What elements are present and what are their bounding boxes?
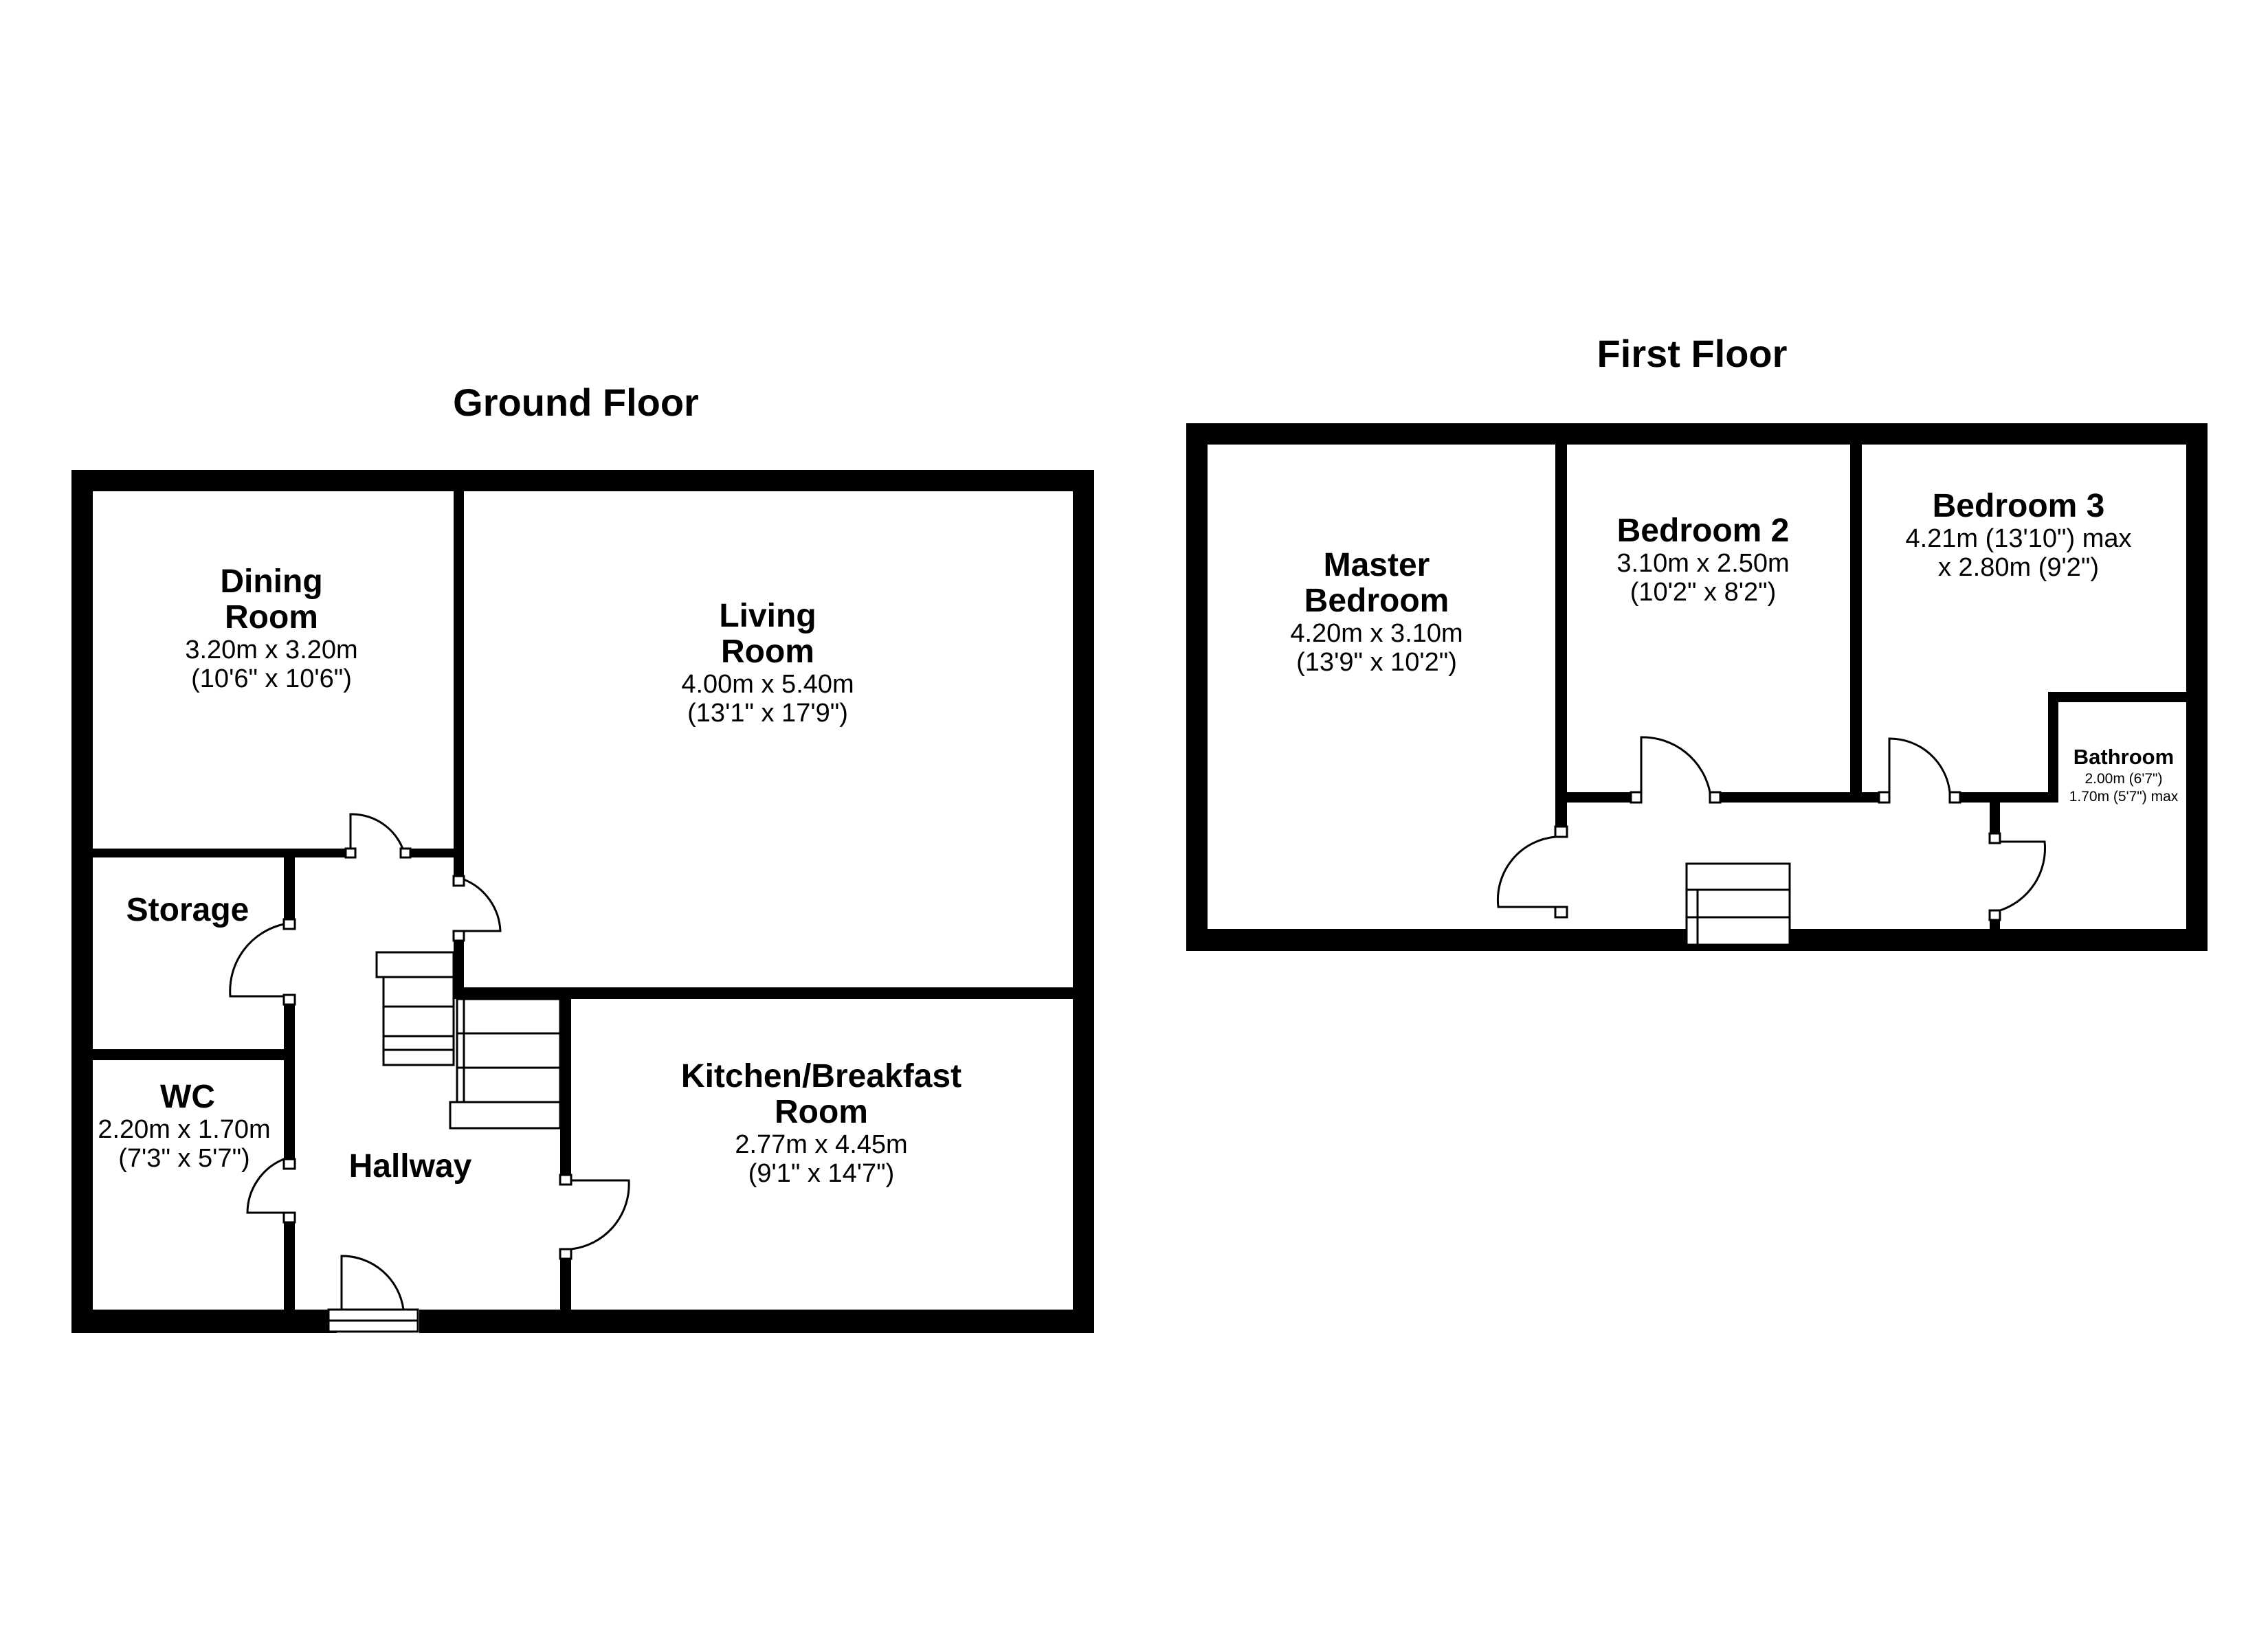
bedroom-3-dims-line1: 4.21m (13'10") max [1905, 524, 2131, 553]
living-room-name-line2: Room [721, 633, 814, 670]
wc-room: WC 2.20m x 1.70m (7'3" x 5'7") [98, 1079, 270, 1173]
living-room: Living Room 4.00m x 5.40m (13'1" x 17'9"… [681, 598, 854, 728]
bathroom: Bathroom 2.00m (6'7") 1.70m (5'7") max [2069, 745, 2179, 805]
master-bedroom-imperial: (13'9" x 10'2") [1296, 648, 1457, 677]
bathroom-dims-line1: 2.00m (6'7") [2084, 771, 2162, 787]
hallway: Hallway [349, 1148, 472, 1185]
ground-floor-title: Ground Floor [453, 381, 699, 424]
first-floor-walls [1186, 423, 2208, 951]
bathroom-name: Bathroom [2074, 745, 2174, 769]
master-bedroom-name-line2: Bedroom [1304, 583, 1449, 619]
living-room-name-line1: Living [719, 598, 816, 634]
bedroom-3-name: Bedroom 3 [1933, 488, 2105, 524]
master-bedroom: Master Bedroom 4.20m x 3.10m (13'9" x 10… [1290, 547, 1463, 677]
dining-room-metric: 3.20m x 3.20m [185, 636, 357, 664]
bedroom-2-name: Bedroom 2 [1617, 513, 1790, 549]
bedroom-3-dims-line2: x 2.80m (9'2") [1938, 553, 2099, 582]
first-floor: First Floor [1186, 332, 2208, 951]
dining-room: Dining Room 3.20m x 3.20m (10'6" x 10'6"… [185, 563, 357, 693]
first-floor-title: First Floor [1597, 332, 1788, 375]
bedroom-3: Bedroom 3 4.21m (13'10") max x 2.80m (9'… [1905, 488, 2131, 582]
dining-room-name-line1: Dining [220, 563, 322, 600]
master-bedroom-metric: 4.20m x 3.10m [1290, 619, 1463, 648]
living-room-imperial: (13'1" x 17'9") [687, 699, 848, 728]
wc-imperial: (7'3" x 5'7") [118, 1144, 249, 1173]
hallway-name: Hallway [349, 1148, 472, 1185]
bedroom-2-imperial: (10'2" x 8'2") [1630, 578, 1777, 607]
ground-floor-walls [71, 470, 1094, 1333]
ground-floor-doors [229, 813, 630, 1333]
storage-room: Storage [126, 892, 249, 928]
wc-name: WC [160, 1079, 215, 1115]
kitchen-imperial: (9'1" x 14'7") [748, 1159, 895, 1188]
ground-floor-stairs [375, 951, 562, 1130]
dining-room-name-line2: Room [225, 599, 318, 636]
ground-floor: Ground Floor [71, 381, 1094, 1333]
kitchen-name-line1: Kitchen/Breakfast [681, 1058, 961, 1095]
first-floor-doors [1496, 736, 2046, 921]
first-floor-stairs [1685, 862, 1791, 946]
storage-name: Storage [126, 892, 249, 928]
bathroom-dims-line2: 1.70m (5'7") max [2069, 789, 2179, 805]
kitchen-breakfast-room: Kitchen/Breakfast Room 2.77m x 4.45m (9'… [681, 1058, 961, 1188]
master-bedroom-name-line1: Master [1324, 547, 1430, 583]
kitchen-name-line2: Room [775, 1094, 868, 1130]
wc-metric: 2.20m x 1.70m [98, 1115, 270, 1144]
living-room-metric: 4.00m x 5.40m [681, 670, 854, 699]
kitchen-metric: 2.77m x 4.45m [735, 1130, 907, 1159]
bedroom-2: Bedroom 2 3.10m x 2.50m (10'2" x 8'2") [1616, 513, 1789, 607]
bedroom-2-metric: 3.10m x 2.50m [1616, 549, 1789, 578]
dining-room-imperial: (10'6" x 10'6") [191, 664, 352, 693]
